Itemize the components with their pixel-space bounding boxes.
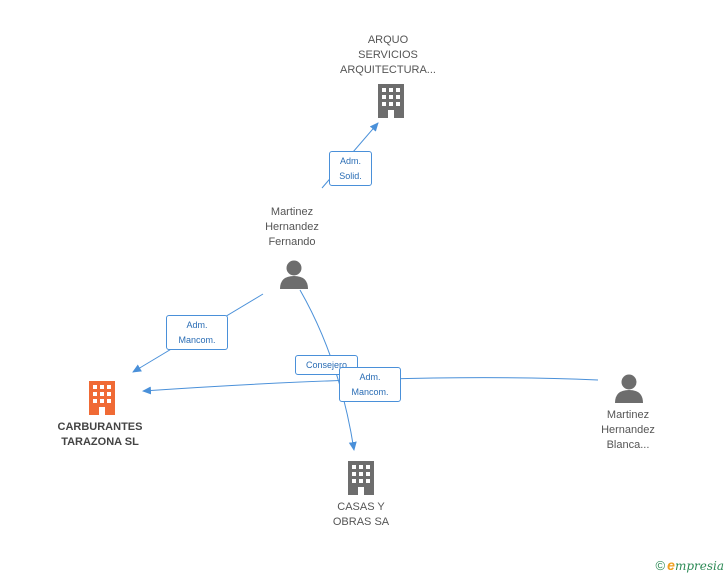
building-icon[interactable] <box>375 84 407 118</box>
edge-label-adm-mancom-left: Adm. Mancom. <box>166 315 228 350</box>
building-icon[interactable] <box>86 381 118 415</box>
person-icon[interactable] <box>279 259 309 289</box>
building-icon[interactable] <box>345 461 377 495</box>
node-label-casas-obras[interactable]: CASAS Y OBRAS SA <box>332 501 390 528</box>
empresia-logo: ©empresia <box>656 557 724 573</box>
copyright-icon: © <box>655 558 666 573</box>
brand-e: e <box>667 557 675 573</box>
node-label-martinez-blanca[interactable]: Martinez Hernandez Blanca... <box>601 409 655 451</box>
node-label-carburantes[interactable]: CARBURANTES TARAZONA SL <box>57 421 143 448</box>
node-label-arquo[interactable]: ARQUO SERVICIOS ARQUITECTURA... <box>340 34 436 76</box>
node-label-martinez-fernando[interactable]: Martinez Hernandez Fernando <box>265 206 319 248</box>
person-icon[interactable] <box>614 373 644 403</box>
edge-label-adm-solid: Adm. Solid. <box>329 151 372 186</box>
brand-name: mpresia <box>674 559 724 573</box>
edge-label-adm-mancom-right: Adm. Mancom. <box>339 367 401 402</box>
